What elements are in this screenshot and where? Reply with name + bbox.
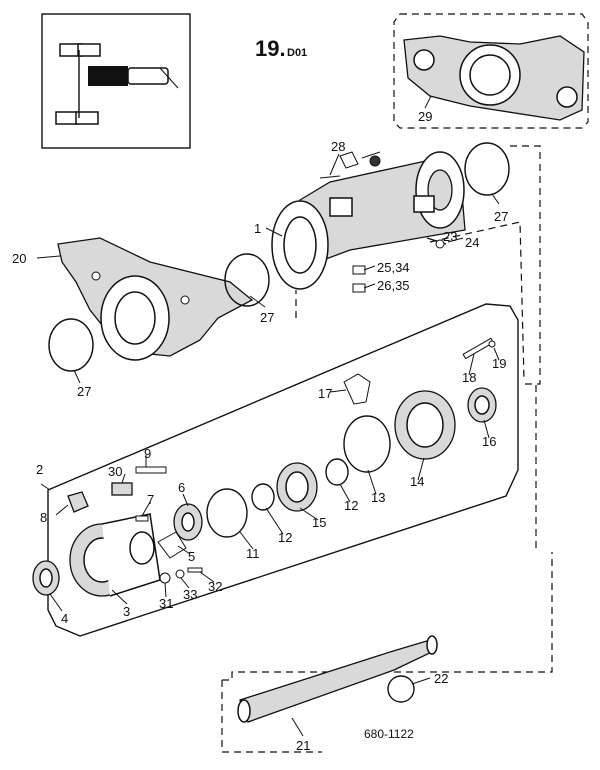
axle-carrier xyxy=(57,237,254,361)
locator-thumbnail xyxy=(41,13,191,149)
callout-32: 32 xyxy=(208,579,222,594)
callout-9: 9 xyxy=(144,446,151,461)
callout-27-center: 27 xyxy=(260,310,274,325)
callout-19: 19 xyxy=(492,356,506,371)
callout-8: 8 xyxy=(40,510,47,525)
callout-13: 13 xyxy=(371,490,385,505)
callout-11: 11 xyxy=(246,546,260,561)
o-ring-27-left xyxy=(48,318,94,372)
callout-2: 2 xyxy=(36,462,43,477)
callout-26-35: 26,35 xyxy=(377,278,410,293)
callout-33: 33 xyxy=(183,587,197,602)
hub-assembly-frame xyxy=(47,303,519,637)
callout-15: 15 xyxy=(312,515,326,530)
callout-12-left: 12 xyxy=(278,530,292,545)
callout-16: 16 xyxy=(482,434,496,449)
callout-27-left: 27 xyxy=(77,384,91,399)
hub-assembly-parts xyxy=(32,337,497,597)
drive-shaft xyxy=(237,635,438,723)
callout-12-right: 12 xyxy=(344,498,358,513)
callout-29: 29 xyxy=(418,109,432,124)
leader-lines xyxy=(36,153,500,737)
callout-21: 21 xyxy=(296,738,310,753)
callout-labels: 1 2 3 4 5 6 7 8 9 11 12 12 13 14 15 16 1… xyxy=(12,109,508,753)
callout-18: 18 xyxy=(462,370,476,385)
callout-20: 20 xyxy=(12,251,26,266)
callout-27-right: 27 xyxy=(494,209,508,224)
callout-14: 14 xyxy=(410,474,424,489)
callout-7: 7 xyxy=(147,492,154,507)
callout-31: 31 xyxy=(159,596,173,611)
drawing-reference: 680-1122 xyxy=(364,727,414,741)
callout-1: 1 xyxy=(254,221,261,236)
diagram-title: 19. D01 xyxy=(255,36,307,61)
callout-17: 17 xyxy=(318,386,332,401)
callout-6: 6 xyxy=(178,480,185,495)
callout-25-34: 25,34 xyxy=(377,260,410,275)
assembly-lines xyxy=(221,145,553,753)
callout-22: 22 xyxy=(434,671,448,686)
title-number: 19. xyxy=(255,36,286,61)
axle-housing xyxy=(271,151,466,293)
o-ring-27-right xyxy=(464,142,510,196)
callout-23: 23 xyxy=(443,229,457,244)
callout-5: 5 xyxy=(188,549,195,564)
o-ring-27-center xyxy=(224,253,270,307)
callout-4: 4 xyxy=(61,611,68,626)
callout-3: 3 xyxy=(123,604,130,619)
title-suffix: D01 xyxy=(287,47,307,59)
callout-30: 30 xyxy=(108,464,122,479)
callout-24: 24 xyxy=(465,235,479,250)
part-29-detail xyxy=(393,13,589,129)
callout-28: 28 xyxy=(331,139,345,154)
